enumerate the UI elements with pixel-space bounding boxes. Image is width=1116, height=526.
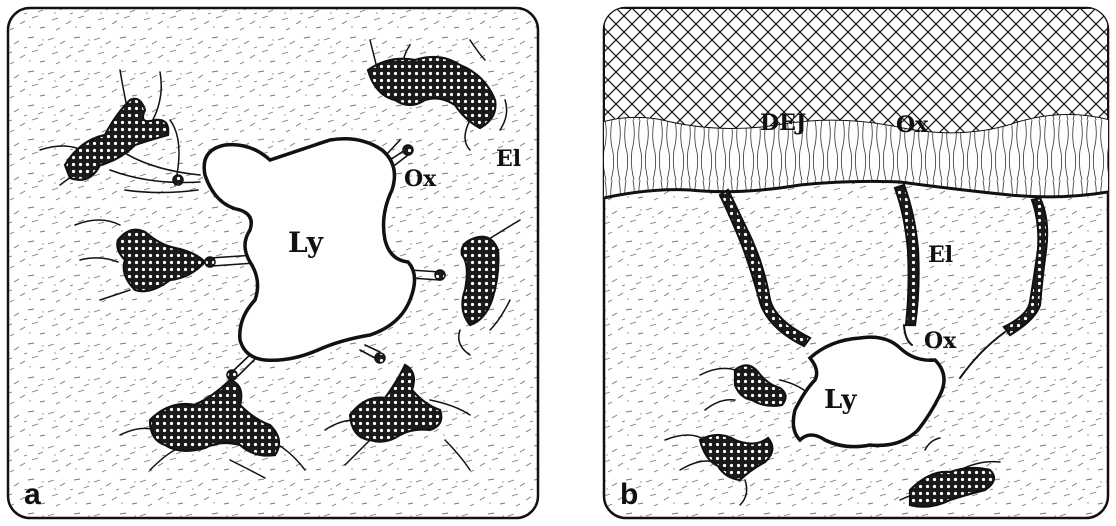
label-lymphatic: Ly (824, 385, 857, 415)
label-oxytalan: Ox (924, 328, 957, 354)
label-dej: DEJ (760, 110, 806, 136)
panel-letter-a: a (24, 478, 41, 511)
label-lymphatic: Ly (288, 226, 324, 259)
panel-letter-b: b (620, 478, 638, 511)
label-oxytalan: Ox (404, 166, 437, 192)
panel-b: DEJ Ox El Ox Ly b (604, 8, 1108, 518)
label-dej-oxytalan: Ox (896, 112, 929, 138)
label-elaunin: El (928, 242, 953, 268)
epithelium (604, 8, 1108, 133)
label-elaunin: El (496, 146, 521, 172)
panel-a: Ly Ox El a (8, 8, 538, 518)
